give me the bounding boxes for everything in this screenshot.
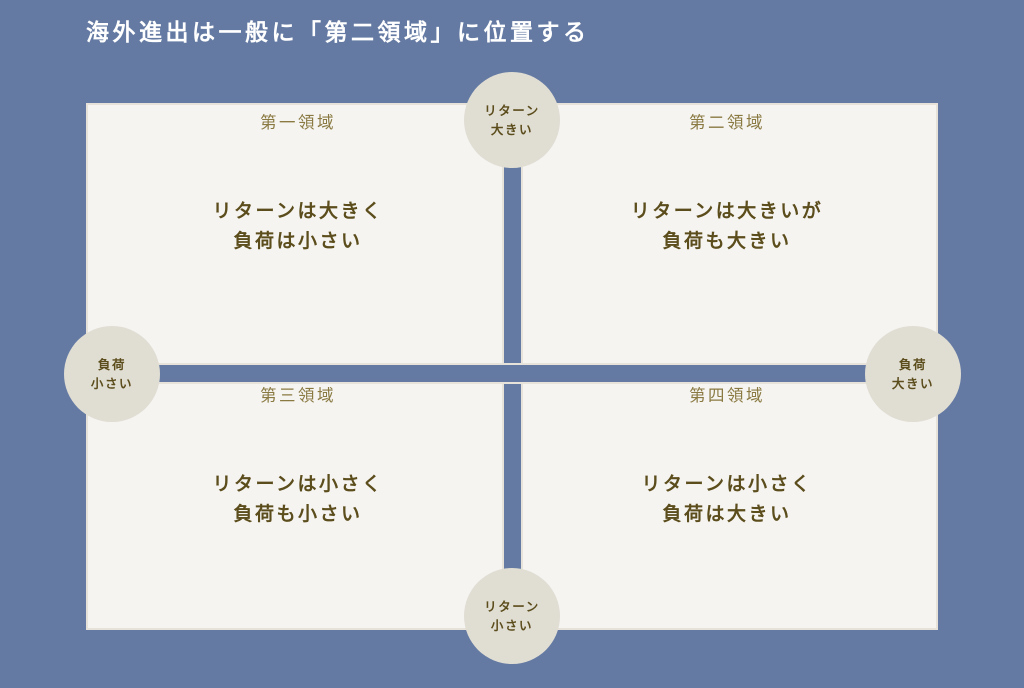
quadrant-third-label: 第三領域 — [260, 386, 336, 405]
horizontal-axis-bar — [148, 365, 876, 382]
quadrant-first-label: 第一領域 — [260, 113, 336, 132]
quadrant-second-line1: リターンは大きいが — [630, 200, 824, 222]
axis-label-return-low: リターン 小さい — [464, 568, 560, 664]
quadrant-second-label: 第二領域 — [689, 113, 765, 132]
quadrant-second[interactable]: 第二領域 リターンは大きいが 負荷も大きい — [527, 112, 927, 256]
quadrant-fourth[interactable]: 第四領域 リターンは小さく 負荷は大きい — [527, 385, 927, 529]
quadrant-third-line1: リターンは小さく — [212, 473, 384, 495]
axis-label-load-high: 負荷 大きい — [865, 326, 961, 422]
quadrant-fourth-label: 第四領域 — [689, 386, 765, 405]
axis-label-load-low-line2: 小さい — [90, 376, 134, 391]
axis-label-load-high-line1: 負荷 — [898, 357, 928, 372]
axis-label-load-high-line2: 大きい — [891, 376, 935, 391]
axis-label-return-low-line2: 小さい — [490, 618, 534, 633]
quadrant-first-line2: 負荷は小さい — [233, 230, 363, 252]
axis-label-load-low-line1: 負荷 — [97, 357, 127, 372]
page-title: 海外進出は一般に「第二領域」に位置する — [86, 20, 590, 46]
quadrant-third-line2: 負荷も小さい — [233, 503, 363, 525]
axis-label-return-high-line2: 大きい — [490, 122, 534, 137]
quadrant-first-line1: リターンは大きく — [212, 200, 384, 222]
axis-label-load-low: 負荷 小さい — [64, 326, 160, 422]
axis-label-return-low-line1: リターン — [484, 599, 540, 614]
quadrant-second-line2: 負荷も大きい — [662, 230, 792, 252]
quadrant-fourth-line2: 負荷は大きい — [662, 503, 792, 525]
quadrant-first[interactable]: 第一領域 リターンは大きく 負荷は小さい — [98, 112, 498, 256]
axis-label-return-high-line1: リターン — [484, 103, 540, 118]
quadrant-fourth-line1: リターンは小さく — [641, 473, 813, 495]
axis-label-return-high: リターン 大きい — [464, 72, 560, 168]
quadrant-third[interactable]: 第三領域 リターンは小さく 負荷も小さい — [98, 385, 498, 529]
